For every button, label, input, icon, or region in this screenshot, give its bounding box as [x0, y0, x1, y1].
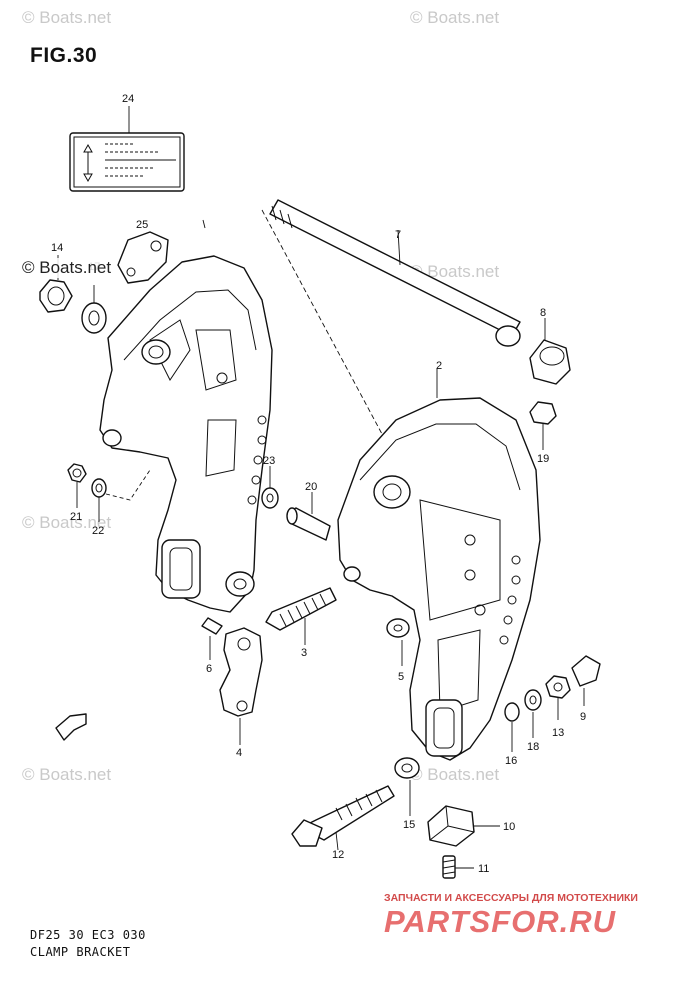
watermark: © Boats.net [22, 8, 112, 27]
watermark: © Boats.net [22, 765, 112, 784]
part-24-label-plate [69, 106, 185, 192]
caption-code: DF25 30 EC3 030 [30, 928, 146, 942]
part-22-washer [91, 469, 151, 522]
callout-18: 18 [527, 741, 539, 753]
callout-24: 24 [122, 93, 134, 105]
part-6-pin [201, 617, 223, 660]
callout-3: 3 [301, 647, 307, 659]
part-15-washer [394, 757, 420, 816]
part-17-washer [81, 285, 107, 334]
part-12-bolt [291, 785, 395, 851]
part-19-nut [529, 401, 557, 450]
left-clamp-bracket [99, 219, 273, 613]
fwd-arrow-icon [55, 713, 87, 741]
part-4-lever [219, 627, 263, 745]
part-23-washer [261, 466, 279, 509]
callout-14: 14 [51, 242, 63, 254]
part-3-screw [265, 587, 337, 645]
watermark: © Boats.net [410, 765, 500, 784]
part-13-nut [545, 675, 571, 720]
part-9-cap [571, 655, 601, 706]
part-25-plate [117, 231, 169, 284]
callout-23: 23 [263, 455, 275, 467]
caption-name: CLAMP BRACKET [30, 945, 131, 959]
promo-tagline: ЗАПЧАСТИ И АКСЕССУАРЫ ДЛЯ МОТОТЕХНИКИ [384, 892, 638, 904]
part-11-screw [442, 855, 474, 879]
callout-4: 4 [236, 747, 242, 759]
callout-2: 2 [436, 360, 442, 372]
figure-title: FIG.30 [30, 44, 98, 67]
part-2-right-clamp-bracket [337, 368, 541, 761]
callout-22: 22 [92, 525, 104, 537]
callout-6: 6 [206, 663, 212, 675]
part-16-washer [504, 702, 520, 752]
part-20-pin [286, 492, 331, 541]
part-18-washer [524, 689, 542, 738]
callout-19: 19 [537, 453, 549, 465]
callout-10: 10 [503, 821, 515, 833]
watermark: © Boats.net [410, 262, 500, 281]
callout-labels: 2 3 4 5 6 7 8 9 10 11 12 13 14 15 16 17 … [51, 93, 586, 875]
callout-12: 12 [332, 849, 344, 861]
part-8-bushing [529, 318, 571, 385]
callout-8: 8 [540, 307, 546, 319]
callout-11: 11 [478, 863, 489, 875]
callout-15: 15 [403, 819, 415, 831]
callout-21: 21 [70, 511, 82, 523]
callout-20: 20 [305, 481, 317, 493]
watermark: © Boats.net [22, 513, 112, 532]
callout-16: 16 [505, 755, 517, 767]
part-10-block [427, 805, 500, 847]
callout-7: 7 [395, 229, 401, 241]
part-5-washer [386, 618, 410, 666]
callout-13: 13 [552, 727, 564, 739]
callout-9: 9 [580, 711, 586, 723]
watermark: © Boats.net [410, 8, 500, 27]
promo-logo: PARTSFOR.RU [384, 904, 617, 939]
watermark: © Boats.net [22, 258, 112, 278]
part-14-nut [39, 255, 73, 313]
callout-25: 25 [136, 219, 148, 231]
part-21-nut [67, 463, 87, 508]
callout-5: 5 [398, 671, 404, 683]
